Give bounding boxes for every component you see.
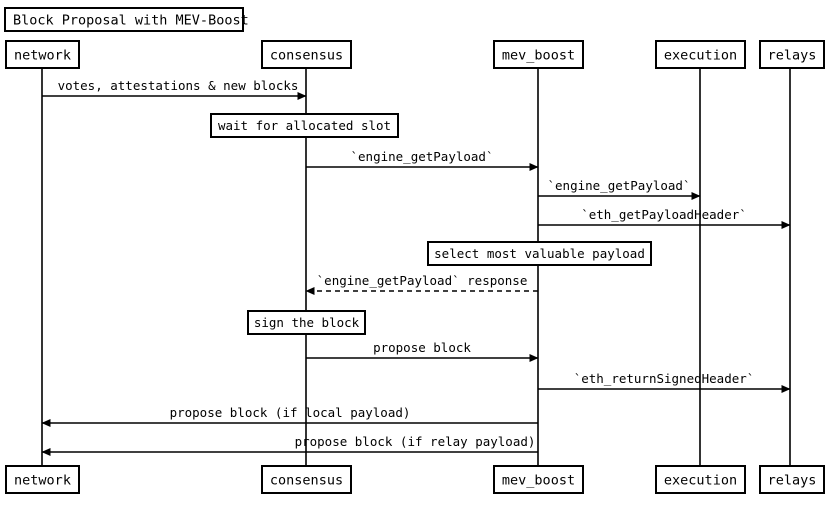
message-label: `engine_getPayload` response <box>317 273 528 288</box>
participant-box <box>5 40 80 69</box>
message-label: `engine_getPayload` <box>351 149 494 164</box>
participant-label: network <box>14 48 71 64</box>
diagram-title: Block Proposal with MEV-Boost <box>4 7 249 32</box>
participant-relays-top[interactable]: relays <box>759 40 825 69</box>
message-engine-getpayload-mevboost-execution: `engine_getPayload` <box>538 178 701 200</box>
participant-box <box>759 40 825 69</box>
note-box <box>427 241 652 266</box>
participant-label: relays <box>768 48 817 64</box>
message-label: `eth_returnSignedHeader` <box>574 371 755 386</box>
message-engine-getpayload-consensus-mevboost: `engine_getPayload` <box>306 149 539 171</box>
participant-box <box>261 465 352 494</box>
note-select-most-valuable-payload: select most valuable payload <box>427 241 652 266</box>
message-label: `engine_getPayload` <box>548 178 691 193</box>
participant-label: mev_boost <box>502 48 575 64</box>
note-wait-for-allocated-slot: wait for allocated slot <box>210 113 399 138</box>
note-box <box>210 113 399 138</box>
participant-box <box>5 465 80 494</box>
participant-network-bottom[interactable]: network <box>5 465 80 494</box>
participant-label: consensus <box>270 48 343 64</box>
participant-label: network <box>14 473 71 489</box>
participant-execution-top[interactable]: execution <box>655 40 746 69</box>
message-eth-getpayloadheader: `eth_getPayloadHeader` <box>538 207 791 229</box>
message-votes-attestations: votes, attestations & new blocks <box>42 78 307 100</box>
participant-label: execution <box>664 473 737 489</box>
note-label: wait for allocated slot <box>218 118 391 133</box>
message-label: propose block <box>373 340 471 355</box>
participant-boxes-group: network consensus mev_boost execution relays… <box>5 40 825 494</box>
lifelines-group <box>41 68 791 466</box>
participant-box <box>655 465 746 494</box>
message-label: `eth_getPayloadHeader` <box>581 207 747 222</box>
participant-box <box>759 465 825 494</box>
note-label: select most valuable payload <box>434 246 645 261</box>
message-label: propose block (if relay payload) <box>295 434 536 449</box>
participant-execution-bottom[interactable]: execution <box>655 465 746 494</box>
participant-box <box>493 465 584 494</box>
messages-group: votes, attestations & new blocks `engine_… <box>41 78 791 456</box>
participant-mev_boost-bottom[interactable]: mev_boost <box>493 465 584 494</box>
message-label: propose block (if local payload) <box>170 405 411 420</box>
participant-box <box>655 40 746 69</box>
participant-consensus-bottom[interactable]: consensus <box>261 465 352 494</box>
message-propose-block-local: propose block (if local payload) <box>41 405 538 427</box>
message-eth-returnsignedheader: `eth_returnSignedHeader` <box>538 371 791 393</box>
participant-label: relays <box>768 473 817 489</box>
participant-label: mev_boost <box>502 473 575 489</box>
participant-label: execution <box>664 48 737 64</box>
participant-box <box>493 40 584 69</box>
message-propose-block-relay: propose block (if relay payload) <box>41 434 538 456</box>
participant-relays-bottom[interactable]: relays <box>759 465 825 494</box>
note-label: sign the block <box>254 315 360 330</box>
note-box <box>247 310 366 335</box>
notes-group: wait for allocated slot select most valua… <box>210 113 652 335</box>
message-propose-block: propose block <box>306 340 539 362</box>
participant-label: consensus <box>270 473 343 489</box>
participant-consensus-top[interactable]: consensus <box>261 40 352 69</box>
note-sign-the-block: sign the block <box>247 310 366 335</box>
title-label: Block Proposal with MEV-Boost <box>13 13 249 29</box>
participant-box <box>261 40 352 69</box>
participant-network-top[interactable]: network <box>5 40 80 69</box>
message-engine-getpayload-response: `engine_getPayload` response <box>305 273 538 295</box>
message-label: votes, attestations & new blocks <box>58 78 299 93</box>
title-box <box>4 7 244 32</box>
participant-mev_boost-top[interactable]: mev_boost <box>493 40 584 69</box>
